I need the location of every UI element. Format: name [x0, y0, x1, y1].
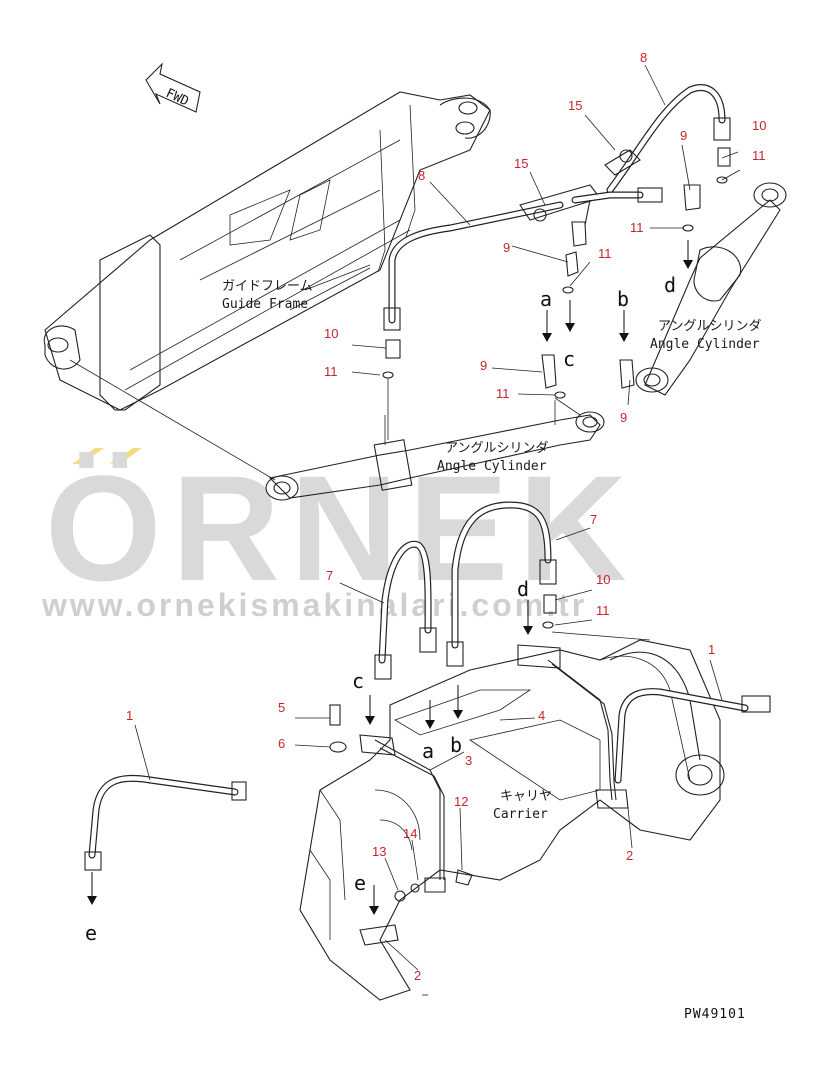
- connection-letter-d: d: [664, 273, 676, 297]
- part-number-11: 11: [752, 148, 766, 163]
- part-number-9: 9: [480, 358, 487, 373]
- connection-letter-e: e: [354, 871, 366, 895]
- angle-cylinder-right: [635, 182, 787, 396]
- fwd-label: FWD: [163, 86, 191, 110]
- hose-4: [547, 659, 617, 801]
- hose-8-left: [383, 201, 564, 331]
- connection-letters: a c b d c d a b e e: [85, 273, 676, 945]
- part-number-4: 4: [538, 708, 545, 723]
- connection-arrows-top: [542, 240, 693, 342]
- part-number-6: 6: [278, 736, 285, 751]
- part-number-9: 9: [503, 240, 510, 255]
- part-number-10: 10: [596, 572, 610, 587]
- angle-cylinder-left-label-jp: アングルシリンダ: [445, 441, 548, 456]
- guide-frame: [43, 91, 491, 481]
- hose-7-right: [446, 501, 557, 667]
- connection-letter-c: c: [352, 669, 364, 693]
- hose-bracket-15: [519, 149, 663, 226]
- part-number-7: 7: [590, 512, 597, 527]
- connection-arrows-bottom: [87, 600, 533, 915]
- angle-cylinder-right-label-jp: アングルシリンダ: [658, 319, 761, 334]
- part-number-11: 11: [598, 246, 612, 261]
- carrier-label-jp: キャリヤ: [500, 789, 552, 804]
- hose-3: [374, 739, 445, 880]
- part-number-3: 3: [465, 753, 472, 768]
- connection-letter-a: a: [540, 287, 552, 311]
- watermark-url: www.ornekismakinalari.com.tr: [41, 587, 587, 623]
- guide-frame-label-en: Guide Frame: [222, 297, 308, 312]
- carrier-label-en: Carrier: [493, 807, 548, 822]
- component-labels: ガイドフレーム Guide Frame アングルシリンダ Angle Cylin…: [222, 279, 761, 822]
- part-number-9: 9: [620, 410, 627, 425]
- part-number-1: 1: [126, 708, 133, 723]
- part-number-10: 10: [324, 326, 338, 341]
- part-number-7: 7: [326, 568, 333, 583]
- fittings-top: [382, 147, 731, 440]
- drawing-code: PW49101: [684, 1007, 746, 1022]
- watermark-accent-left: [72, 448, 104, 464]
- angle-cylinder-left: [265, 400, 605, 501]
- part-number-8: 8: [418, 168, 425, 183]
- part-number-11: 11: [596, 603, 610, 618]
- connection-letter-c: c: [563, 347, 575, 371]
- hose-1-right: [614, 688, 771, 784]
- leader-lines: [134, 64, 741, 971]
- angle-cylinder-right-label-en: Angle Cylinder: [650, 337, 760, 352]
- part-number-2: 2: [414, 968, 421, 983]
- part-number-2: 2: [626, 848, 633, 863]
- connection-letter-e: e: [85, 921, 97, 945]
- connection-letter-d: d: [517, 577, 529, 601]
- part-number-14: 14: [403, 826, 417, 841]
- fwd-arrow-icon: FWD: [145, 62, 201, 113]
- carrier: [299, 639, 725, 1001]
- hose-8-right: [606, 84, 731, 194]
- middle-fittings: [542, 594, 651, 641]
- part-number-15: 15: [514, 156, 528, 171]
- hose-1-left: [84, 774, 247, 871]
- connection-letter-b: b: [617, 287, 629, 311]
- part-number-11: 11: [630, 220, 644, 235]
- part-number-11: 11: [496, 386, 510, 401]
- part-number-1: 1: [708, 642, 715, 657]
- part-number-15: 15: [568, 98, 582, 113]
- part-number-9: 9: [680, 128, 687, 143]
- part-number-10: 10: [752, 118, 766, 133]
- part-number-8: 8: [640, 50, 647, 65]
- hose-7-left: [374, 540, 437, 680]
- watermark: ÖRNEK www.ornekismakinalari.com.tr: [41, 444, 637, 623]
- part-number-5: 5: [278, 700, 285, 715]
- part-number-11: 11: [324, 364, 338, 379]
- watermark-brand: ÖRNEK: [45, 444, 637, 612]
- angle-cylinder-left-label-en: Angle Cylinder: [437, 459, 547, 474]
- part-number-13: 13: [372, 844, 386, 859]
- connection-letter-a: a: [422, 739, 434, 763]
- guide-frame-label-jp: ガイドフレーム: [222, 279, 313, 294]
- part-number-12: 12: [454, 794, 468, 809]
- watermark-accent-right: [110, 448, 142, 464]
- connection-letter-b: b: [450, 733, 462, 757]
- part-number-callouts: 8 8 15 15 9 9 9 9 10 10 10 11 11 11 11 1…: [126, 50, 766, 983]
